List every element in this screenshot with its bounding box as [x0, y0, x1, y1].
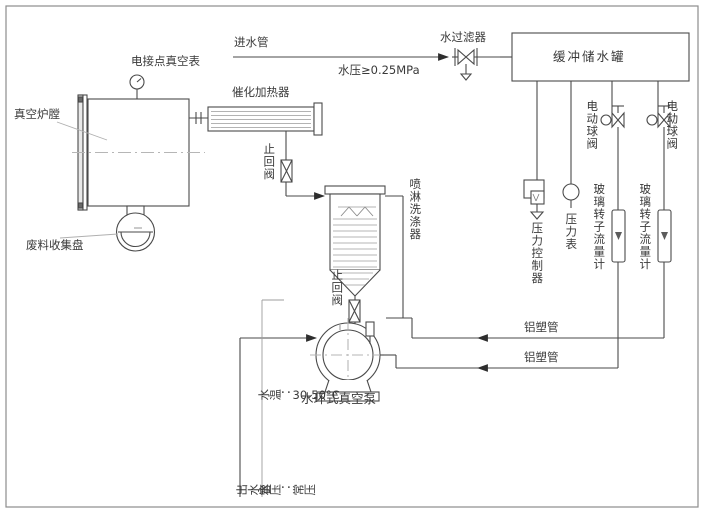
label-check-valve-lower: 止回阀	[330, 269, 345, 307]
label-pressure-controller: 压力控制器	[530, 222, 545, 285]
label-contact-vacuum-gauge: 电接点真空表	[131, 54, 200, 68]
label-vacuum-chamber: 真空炉膛	[14, 107, 60, 121]
label-electric-ball-valve-1: 电动球阀	[585, 100, 600, 150]
label-catalytic-heater: 催化加热器	[232, 85, 290, 99]
label-waste-tray: 废料收集盘	[26, 238, 84, 252]
label-inlet-pipe: 进水管	[234, 35, 269, 49]
label-alu-pipe-1: 铝塑管	[524, 320, 559, 334]
label-spray-scrubber: 喷淋洗涤器	[408, 178, 423, 241]
label-glass-rotameter-2: 玻璃转子流量计	[638, 183, 653, 271]
label-pressure-gauge: 压力表	[564, 213, 579, 251]
label-water-pressure-spec: 水压≥0.25MPa	[338, 63, 420, 77]
label-outlet-pressure: 水压：常压	[258, 482, 316, 497]
label-outlet-temperature: 水温：30-50°C	[258, 387, 340, 402]
label-buffer-tank: 缓冲储水罐	[553, 49, 626, 64]
label-electric-ball-valve-2: 电动球阀	[665, 100, 680, 150]
label-water-filter: 水过滤器	[440, 30, 486, 44]
label-alu-pipe-2: 铝塑管	[524, 350, 559, 364]
label-check-valve-upper: 止回阀	[262, 143, 277, 181]
label-water-ring-pump: 水环式真空泵	[301, 391, 377, 406]
label-glass-rotameter-1: 玻璃转子流量计	[592, 183, 607, 271]
